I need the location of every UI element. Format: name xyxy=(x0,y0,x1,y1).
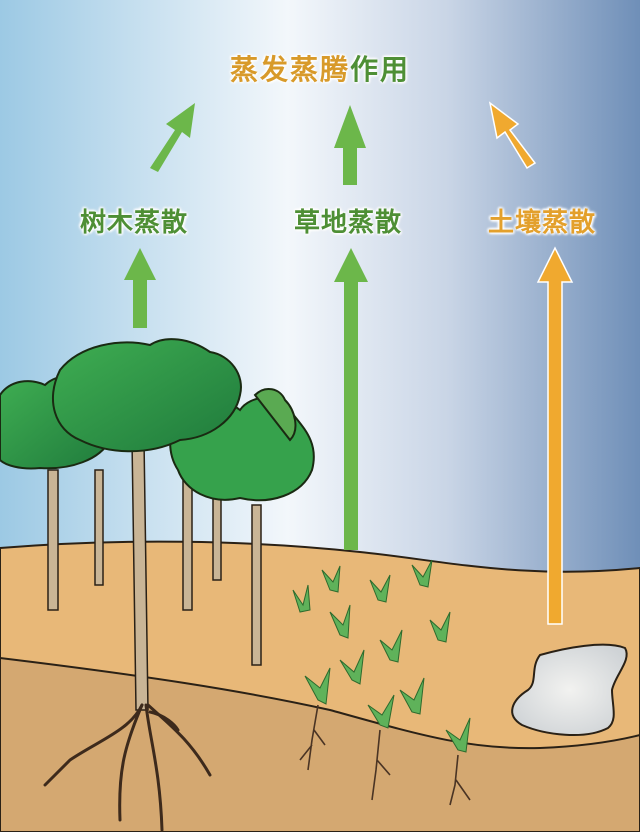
label-grass-transpiration: 草地蒸散 xyxy=(294,208,403,238)
title-part-effect: 作用 xyxy=(350,53,411,86)
tree-trunks xyxy=(47,439,262,711)
label-soil-evaporation: 土壤蒸散 xyxy=(488,208,597,238)
arrow-grass-transpiration xyxy=(334,248,368,550)
title-part-evapotranspiration: 蒸发蒸腾 xyxy=(229,53,350,86)
grass-tufts xyxy=(292,559,471,753)
arrow-grass-to-atmosphere xyxy=(334,105,366,185)
tree-roots xyxy=(43,703,212,832)
tree-canopies xyxy=(0,338,315,502)
page-title: 蒸发蒸腾作用 xyxy=(0,48,640,88)
arrow-soil-evaporation xyxy=(536,246,574,625)
label-tree-transpiration: 树木蒸散 xyxy=(80,208,189,238)
grass-roots xyxy=(299,704,471,806)
arrow-tree-to-atmosphere xyxy=(150,103,195,172)
arrow-soil-to-atmosphere xyxy=(488,101,537,170)
arrow-tree-transpiration xyxy=(124,248,156,328)
groundwater-pocket xyxy=(511,643,628,737)
